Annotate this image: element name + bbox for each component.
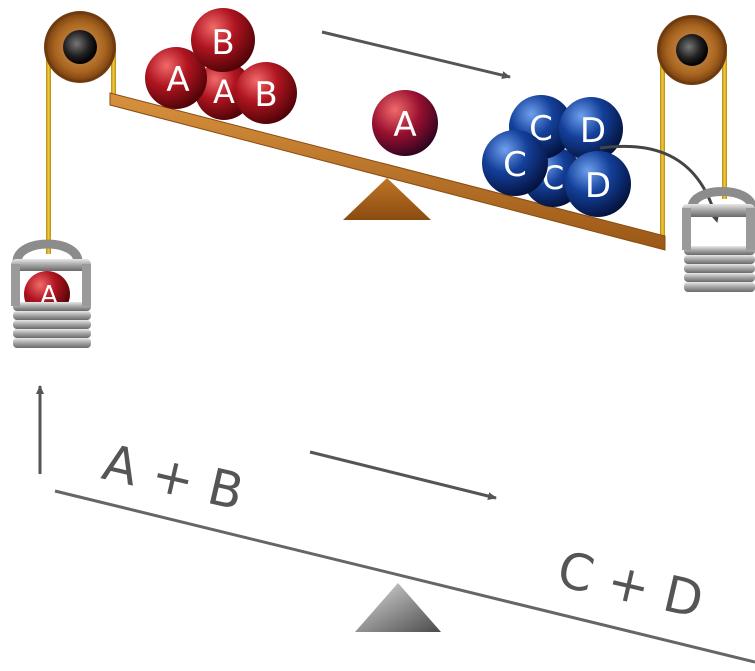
right-pan-balls: C C D C D	[482, 95, 631, 217]
ball-left-0: A	[145, 47, 207, 109]
ball-left-3: B	[235, 62, 297, 124]
middle-ball: A	[372, 90, 438, 156]
svg-text:A: A	[393, 105, 416, 145]
svg-text:A: A	[213, 73, 235, 111]
svg-text:B: B	[254, 75, 277, 115]
svg-text:D: D	[585, 166, 611, 206]
right-weight	[682, 187, 755, 292]
svg-text:B: B	[211, 23, 234, 63]
upper-forward-arrow	[321, 30, 511, 80]
ball-right-1: C	[482, 130, 548, 196]
upper-beam	[109, 92, 666, 251]
svg-text:D: D	[580, 111, 606, 151]
left-rope	[46, 44, 116, 254]
left-weight: A	[11, 239, 91, 348]
ball-right-3: D	[565, 151, 631, 217]
ball-left-2: B	[191, 8, 255, 72]
right-pulley	[657, 15, 727, 85]
left-pan-balls: A A B B	[145, 8, 297, 124]
right-rope	[660, 44, 727, 242]
curved-arrow	[599, 144, 720, 223]
svg-text:A: A	[166, 60, 189, 100]
upper-fulcrum	[343, 178, 431, 220]
products-label: C + D	[552, 540, 708, 630]
lower-forward-arrow	[309, 450, 497, 500]
lower-beam	[54, 489, 755, 664]
left-pulley	[44, 11, 116, 83]
ball-right-2: D	[559, 97, 623, 161]
svg-text:C: C	[503, 145, 527, 185]
lower-fulcrum	[355, 583, 441, 632]
